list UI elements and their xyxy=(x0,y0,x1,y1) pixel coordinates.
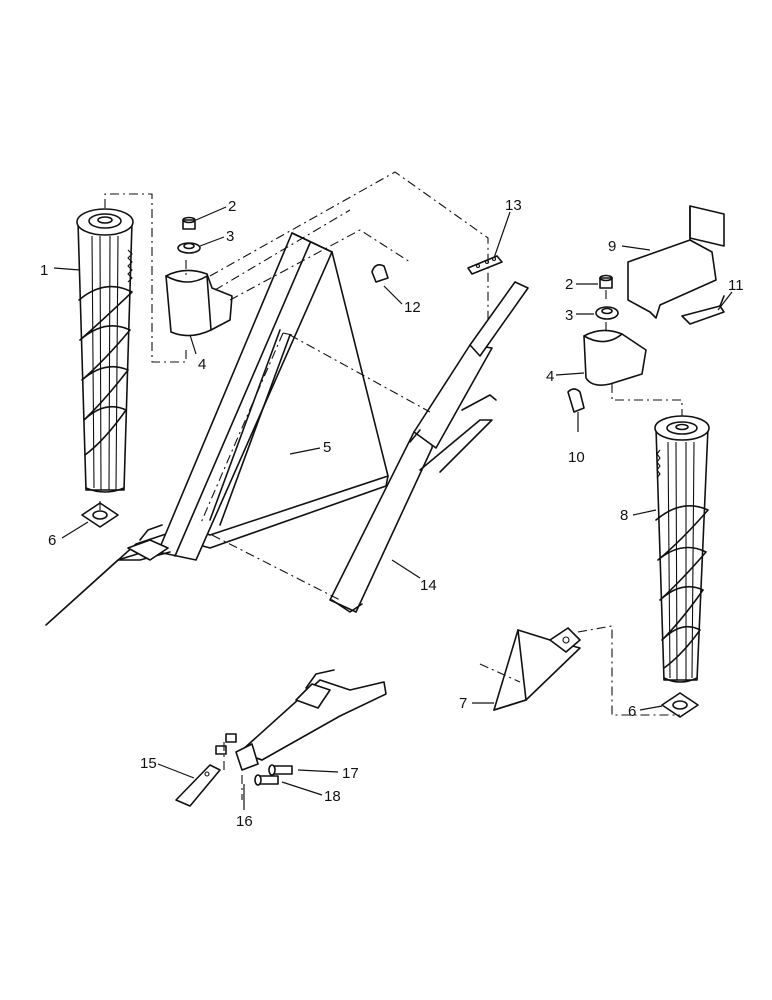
part-2-nut-right xyxy=(599,274,613,289)
callout-6-right: 6 xyxy=(628,703,636,720)
callout-16: 16 xyxy=(236,813,253,830)
assembly-lines xyxy=(99,171,683,800)
part-1-left-auger-roller xyxy=(76,208,134,493)
callout-8: 8 xyxy=(620,507,628,524)
part-13-plate xyxy=(467,255,503,275)
callout-15: 15 xyxy=(140,755,157,772)
callout-11: 11 xyxy=(728,277,744,294)
part-14-side-frame xyxy=(329,281,529,613)
part-7-nose-cone xyxy=(493,627,581,711)
part-2-nut-left xyxy=(182,216,196,230)
callout-5: 5 xyxy=(323,439,331,456)
leader-lines xyxy=(53,206,733,810)
part-17-bolt xyxy=(268,764,293,776)
part-8-right-auger-roller xyxy=(654,415,710,683)
callout-12: 12 xyxy=(404,299,421,316)
callout-4-left: 4 xyxy=(198,356,206,373)
part-9-bracket xyxy=(627,205,725,319)
part-3-washer-right xyxy=(595,306,619,320)
callout-14: 14 xyxy=(420,577,437,594)
callout-3-right: 3 xyxy=(565,307,573,324)
part-3-washer-left xyxy=(177,242,201,254)
callout-4-right: 4 xyxy=(546,368,554,385)
part-16-nuts xyxy=(215,733,237,755)
callout-1: 1 xyxy=(40,262,48,279)
part-12-clip xyxy=(371,264,389,283)
part-6-bearing-plate-right xyxy=(661,692,699,718)
callout-6-left: 6 xyxy=(48,532,56,549)
part-5-divider-frame xyxy=(45,232,389,626)
callout-9: 9 xyxy=(608,238,616,255)
callout-labels: 1 2 3 4 5 6 7 8 9 10 11 12 13 14 15 16 1… xyxy=(40,197,744,830)
part-4-deflector-left xyxy=(165,269,233,337)
callout-7: 7 xyxy=(459,695,467,712)
shoe-detail-assembly xyxy=(235,669,387,771)
callout-2-right: 2 xyxy=(565,276,573,293)
callout-17: 17 xyxy=(342,765,359,782)
part-15-plate xyxy=(175,764,221,807)
part-6-bearing-plate-left xyxy=(81,502,119,528)
part-4-deflector-right xyxy=(583,329,647,386)
callout-2-left: 2 xyxy=(228,198,236,215)
callout-3-left: 3 xyxy=(226,228,234,245)
callout-10: 10 xyxy=(568,449,585,466)
part-11-angle xyxy=(681,295,725,325)
callout-13: 13 xyxy=(505,197,522,214)
part-10-clip xyxy=(567,388,585,413)
callout-18: 18 xyxy=(324,788,341,805)
part-18-bolt xyxy=(254,774,279,786)
